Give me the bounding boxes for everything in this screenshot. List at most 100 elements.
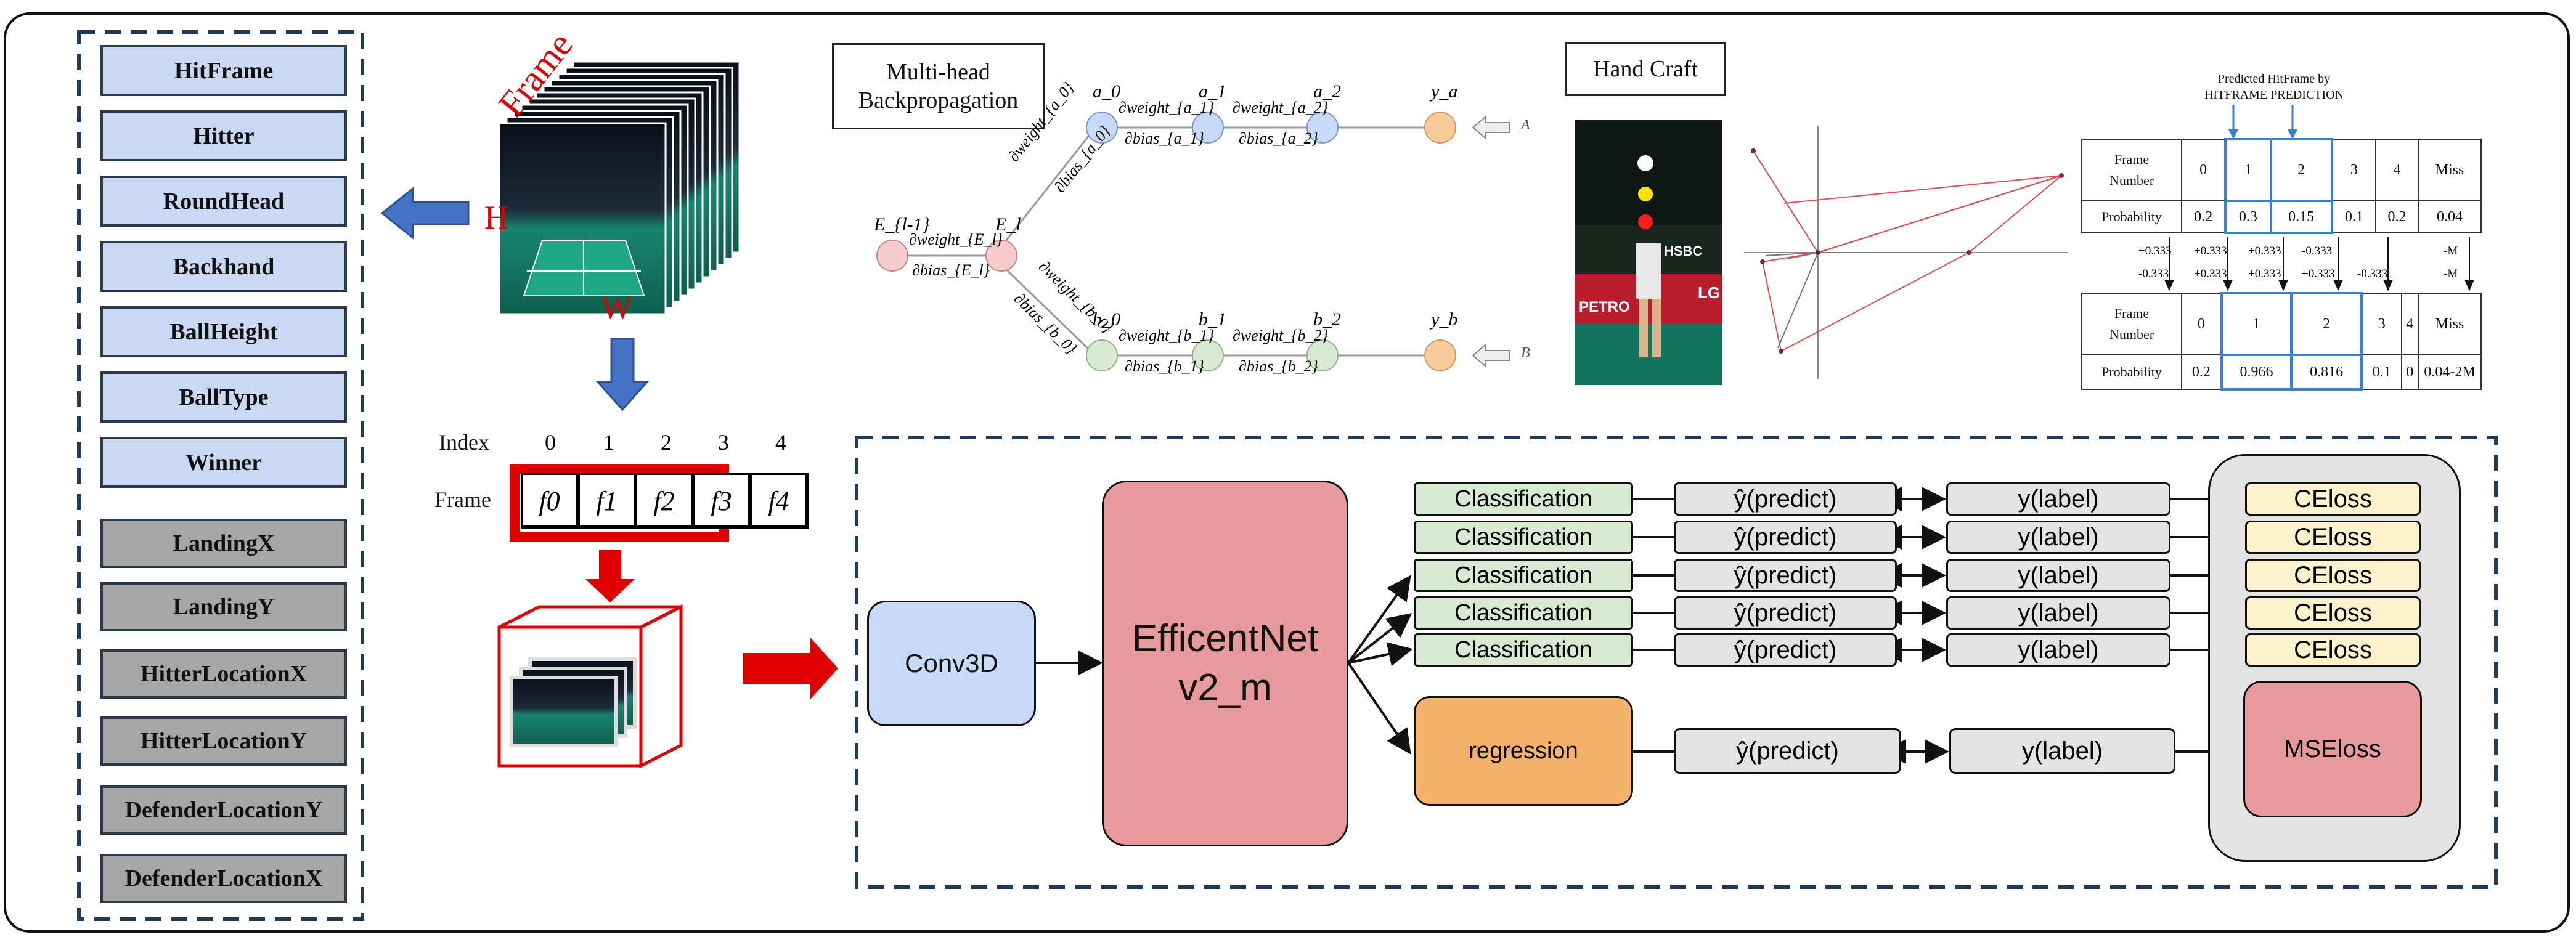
mse-loss-box: MSEloss bbox=[2243, 681, 2422, 817]
frame-cell: f4 bbox=[768, 486, 789, 516]
index-number: 1 bbox=[603, 430, 614, 455]
node-yb bbox=[1424, 339, 1456, 371]
label-box: y(label) bbox=[1946, 559, 2170, 592]
table-cell: 0.04 bbox=[2418, 200, 2482, 233]
node-label: E_{l-1} bbox=[874, 214, 930, 235]
backprop-title-line1: Multi-head bbox=[886, 59, 990, 85]
column-header: 2 bbox=[2290, 292, 2363, 356]
clip-cube-icon bbox=[497, 604, 683, 769]
label-box-backhand: Backhand bbox=[100, 241, 347, 292]
table-cell: 0.15 bbox=[2269, 200, 2333, 234]
table-cell: 0 bbox=[2400, 354, 2419, 390]
predict-box: ŷ(predict) bbox=[1674, 559, 1897, 592]
node-b1 bbox=[1192, 339, 1224, 371]
ce-loss-box: CEloss bbox=[2245, 521, 2421, 554]
pipeline-dashed-panel bbox=[855, 436, 2498, 889]
classification-head: Classification bbox=[1414, 521, 1633, 554]
adjust-value: +0.333 bbox=[2302, 267, 2335, 280]
edge-label: ∂bias_{a_2} bbox=[1239, 129, 1318, 147]
input-label-a: A bbox=[1521, 117, 1530, 133]
column-header: 0 bbox=[2180, 139, 2227, 201]
adjust-value: -M bbox=[2444, 245, 2458, 258]
label-box: y(label) bbox=[1946, 633, 2170, 667]
label-box-hitframe: HitFrame bbox=[100, 45, 347, 96]
frame-cells bbox=[521, 473, 809, 529]
edge-label: ∂bias_{b_1} bbox=[1125, 357, 1204, 375]
index-number: 0 bbox=[545, 430, 556, 455]
column-header: 4 bbox=[2374, 139, 2419, 201]
photo-text: HSBC bbox=[1664, 243, 1703, 259]
conv3d-block: Conv3D bbox=[867, 601, 1036, 726]
node-label: a_0 bbox=[1093, 81, 1120, 102]
table-cell: 0.2 bbox=[2374, 200, 2419, 233]
prediction-caption-line1: Predicted HitFrame by bbox=[2217, 72, 2331, 86]
frame-cell: f2 bbox=[653, 486, 675, 516]
label-box: y(label) bbox=[1946, 482, 2170, 516]
node-label: a_1 bbox=[1199, 81, 1226, 102]
hand-craft-title-box: Hand Craft bbox=[1565, 42, 1726, 96]
table-cell: 0.1 bbox=[2331, 200, 2376, 233]
label-box-balltype: BallType bbox=[100, 371, 347, 423]
ce-loss-box: CEloss bbox=[2245, 633, 2421, 667]
edge-label: ∂weight_{a_2} bbox=[1233, 99, 1328, 116]
predict-box: ŷ(predict) bbox=[1674, 596, 1897, 630]
column-header: 3 bbox=[2331, 139, 2376, 201]
arrow-down-red-icon bbox=[585, 550, 635, 602]
badminton-photo bbox=[1575, 120, 1722, 385]
adjust-value: +0.333 bbox=[2138, 245, 2172, 258]
label-box-landingx: LandingX bbox=[100, 519, 347, 568]
backprop-title-box: Multi-head Backpropagation bbox=[832, 43, 1045, 129]
ce-loss-box: CEloss bbox=[2245, 559, 2421, 592]
adjust-value: +0.333 bbox=[2194, 267, 2227, 280]
classification-head: Classification bbox=[1414, 596, 1633, 630]
label-box: y(label) bbox=[1946, 596, 2170, 630]
index-label: Index bbox=[439, 430, 489, 455]
node-ya bbox=[1424, 112, 1456, 144]
adjust-value: +0.333 bbox=[2194, 245, 2227, 258]
efficientnet-backbone: EfficentNet v2_m bbox=[1102, 481, 1348, 846]
node-b0 bbox=[1086, 339, 1118, 371]
node-a1 bbox=[1192, 112, 1224, 144]
predict-box: ŷ(predict) bbox=[1674, 482, 1897, 516]
row-header: Number bbox=[2109, 327, 2154, 342]
conv3d-label: Conv3D bbox=[905, 649, 998, 678]
column-header: 0 bbox=[2181, 293, 2222, 355]
regression-head: regression bbox=[1414, 696, 1633, 806]
edge-label: ∂weight_{b_1} bbox=[1119, 327, 1214, 344]
node-e-l bbox=[985, 240, 1017, 272]
node-b2 bbox=[1306, 339, 1339, 371]
node-e-prev bbox=[876, 240, 908, 272]
label-box: y(label) bbox=[1946, 521, 2170, 554]
index-number: 2 bbox=[661, 430, 672, 455]
backbone-label-line1: EfficentNet bbox=[1131, 617, 1319, 660]
index-number: 3 bbox=[718, 430, 729, 455]
row-header: Frame bbox=[2114, 306, 2150, 321]
row-header: Probability bbox=[2081, 354, 2182, 390]
prediction-table-before: Frame Number 0 1 2 3 4 Miss Probability … bbox=[2081, 138, 2482, 234]
index-number: 4 bbox=[775, 430, 786, 455]
arrow-down-blue-icon bbox=[595, 338, 650, 412]
photo-text: LG bbox=[1698, 283, 1721, 302]
prediction-caption: Predicted HitFrame by HITFRAME PREDICTIO… bbox=[2194, 71, 2354, 103]
classification-head: Classification bbox=[1414, 559, 1633, 592]
node-a2 bbox=[1306, 112, 1339, 144]
arrow-right-red-icon bbox=[743, 638, 838, 699]
adjust-value: +0.333 bbox=[2248, 245, 2281, 258]
backbone-label-line2: v2_m bbox=[1178, 667, 1272, 709]
frame-cell: f0 bbox=[539, 486, 560, 516]
table-cell: 0.1 bbox=[2360, 354, 2402, 390]
table-cell: 0.816 bbox=[2290, 354, 2363, 391]
column-header: Miss bbox=[2418, 139, 2482, 201]
node-label: b_2 bbox=[1313, 309, 1341, 330]
column-header: 2 bbox=[2269, 138, 2333, 202]
ce-loss-box: CEloss bbox=[2245, 482, 2421, 516]
vector-plot bbox=[1744, 126, 2068, 379]
input-arrow-b-icon bbox=[1472, 343, 1510, 368]
input-label-b: B bbox=[1521, 345, 1530, 361]
edge-label: ∂bias_{E_l} bbox=[912, 261, 990, 279]
column-header: Miss bbox=[2418, 293, 2482, 355]
label-box-defenderlocationx: DefenderLocationX bbox=[100, 854, 347, 903]
predict-box: ŷ(predict) bbox=[1674, 633, 1897, 667]
